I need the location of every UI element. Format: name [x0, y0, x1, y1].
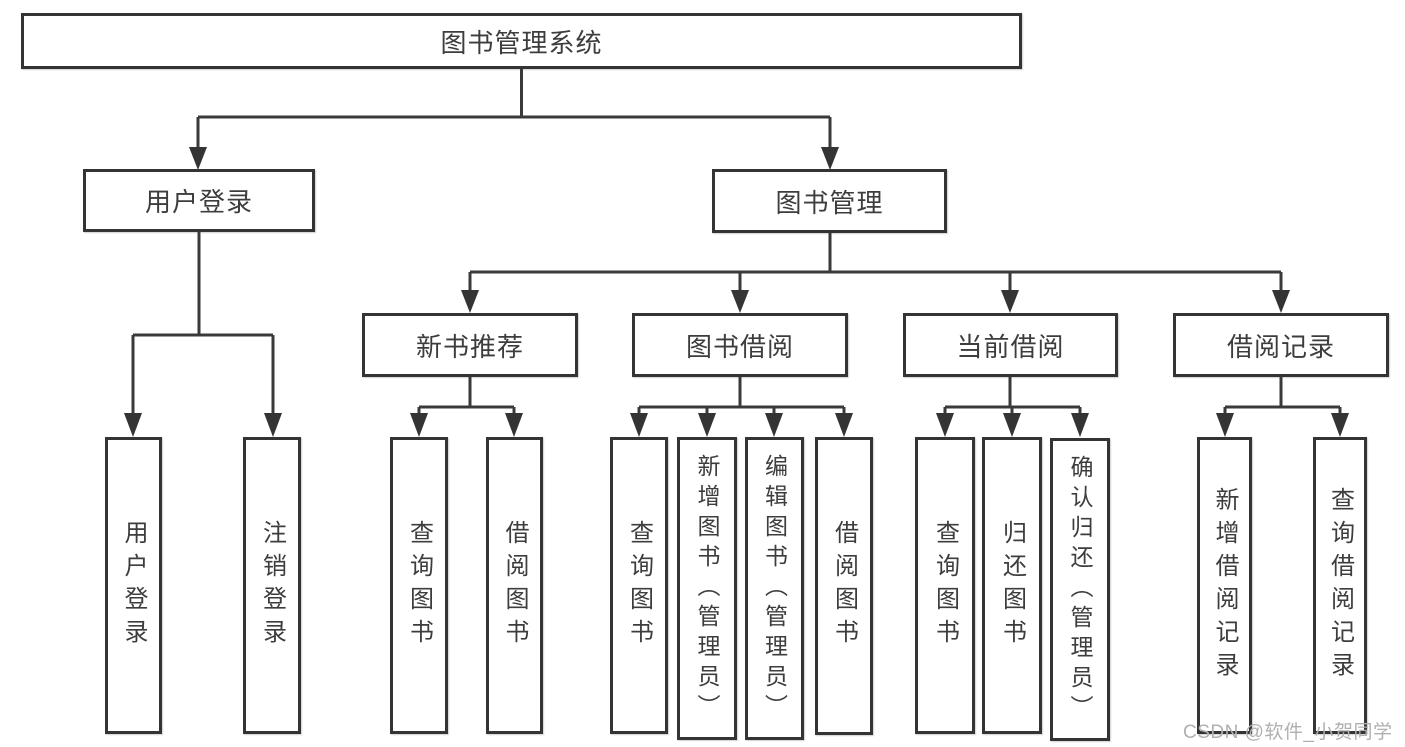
connector-book-management: [461, 233, 1290, 313]
connector-book-borrowing: [630, 377, 853, 437]
leaf-borrow-books-borrowing: 借阅图书: [815, 437, 873, 735]
node-user-login: 用户登录: [83, 169, 315, 232]
leaf-edit-books-admin: 编辑图书（管理员）: [745, 437, 804, 740]
connector-root: [189, 69, 839, 170]
node-book-management: 图书管理: [712, 169, 947, 233]
leaf-confirm-return-admin: 确认归还（管理员）: [1050, 438, 1110, 741]
leaf-add-borrow-record: 新增借阅记录: [1197, 437, 1252, 734]
leaf-query-borrow-record: 查询借阅记录: [1313, 437, 1367, 734]
leaf-query-books-current: 查询图书: [915, 437, 975, 734]
leaf-logout: 注销登录: [243, 437, 301, 734]
connector-borrowing-records: [1216, 377, 1349, 437]
leaf-user-login: 用户登录: [105, 437, 162, 734]
leaf-query-books-borrowing: 查询图书: [610, 437, 668, 734]
leaf-return-books: 归还图书: [982, 437, 1042, 734]
connector-user-login: [124, 232, 282, 437]
connector-current-borrowing: [936, 377, 1089, 437]
node-current-borrowing: 当前借阅: [903, 313, 1118, 377]
leaf-borrow-books-recommend: 借阅图书: [486, 437, 543, 734]
csdn-watermark: CSDN @软件_小贺同学: [1183, 722, 1393, 743]
connector-new-book-recommend: [410, 377, 523, 437]
node-library-system: 图书管理系统: [21, 13, 1022, 69]
node-borrowing-records: 借阅记录: [1173, 313, 1389, 377]
leaf-add-books-admin: 新增图书（管理员）: [677, 437, 737, 740]
node-book-borrowing: 图书借阅: [632, 313, 848, 377]
leaf-query-books-recommend: 查询图书: [390, 437, 448, 734]
node-new-book-recommend: 新书推荐: [362, 313, 578, 377]
